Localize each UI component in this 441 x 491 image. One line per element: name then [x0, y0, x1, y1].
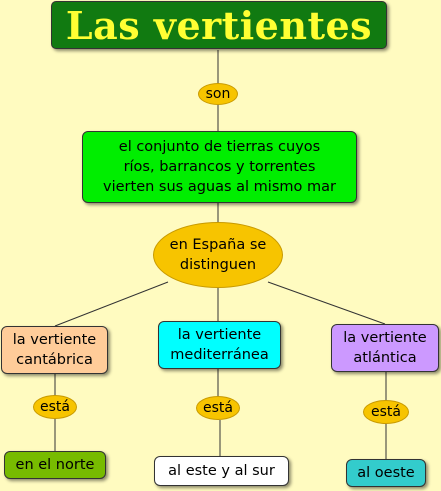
link-label-esta-atlantica: está: [363, 400, 409, 424]
node-location-oeste: al oeste: [346, 459, 426, 487]
node-vertiente-cantabrica: la vertiente cantábrica: [1, 326, 108, 374]
node-location-este-sur: al este y al sur: [154, 456, 289, 486]
node-location-norte: en el norte: [4, 451, 106, 479]
diagram-title: Las vertientes: [51, 1, 387, 49]
node-vertiente-atlantica: la vertiente atlántica: [331, 324, 439, 372]
link-label-son: son: [198, 83, 238, 105]
line-espana-cantabrica: [54, 281, 169, 327]
link-label-esta-cantabrica: está: [33, 395, 77, 419]
node-vertiente-mediterranea: la vertiente mediterránea: [158, 321, 281, 369]
link-label-esta-mediterranea: está: [196, 396, 240, 420]
definition-node: el conjunto de tierras cuyos ríos, barra…: [82, 131, 357, 203]
link-label-espana: en España se distinguen: [153, 222, 283, 288]
line-espana-atlantica: [267, 281, 386, 325]
